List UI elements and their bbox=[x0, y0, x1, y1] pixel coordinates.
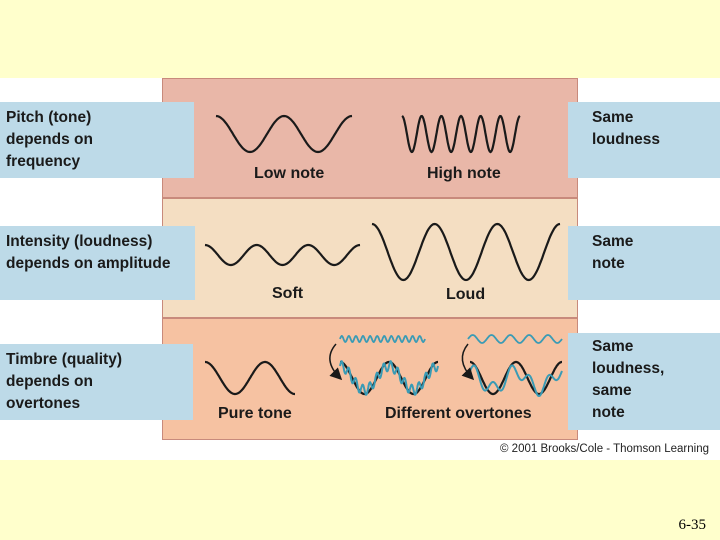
low-note-label: Low note bbox=[254, 165, 325, 182]
overtone-2-combined-wave bbox=[469, 364, 563, 398]
row-pitch-band bbox=[162, 78, 578, 198]
copyright-text: © 2001 Brooks/Cole - Thomson Learning bbox=[500, 443, 709, 455]
soft-wave bbox=[204, 243, 361, 267]
loud-label: Loud bbox=[446, 286, 486, 303]
overtone-1-combined-wave bbox=[339, 360, 439, 396]
slide-number: 6-35 bbox=[678, 517, 707, 533]
overtone-1-arrow bbox=[329, 343, 343, 381]
overtone-1-small-wave bbox=[339, 334, 426, 344]
soft-label: Soft bbox=[272, 285, 304, 302]
row-intensity-band bbox=[162, 198, 578, 318]
low-note-wave bbox=[215, 114, 353, 154]
different-overtones-label: Different overtones bbox=[385, 405, 532, 422]
high-note-wave bbox=[401, 114, 521, 154]
overtone-2-base-wave bbox=[470, 360, 562, 396]
overtone-2-small-wave bbox=[467, 334, 563, 344]
high-note-label: High note bbox=[427, 165, 501, 182]
loud-wave bbox=[371, 222, 561, 282]
intensity-label: Intensity (loudness)depends on amplitude bbox=[0, 226, 195, 300]
pure-tone-label: Pure tone bbox=[218, 405, 292, 422]
overtone-2-arrow bbox=[461, 343, 475, 381]
pure-tone-wave bbox=[205, 360, 295, 396]
row-timbre-band bbox=[162, 318, 578, 440]
